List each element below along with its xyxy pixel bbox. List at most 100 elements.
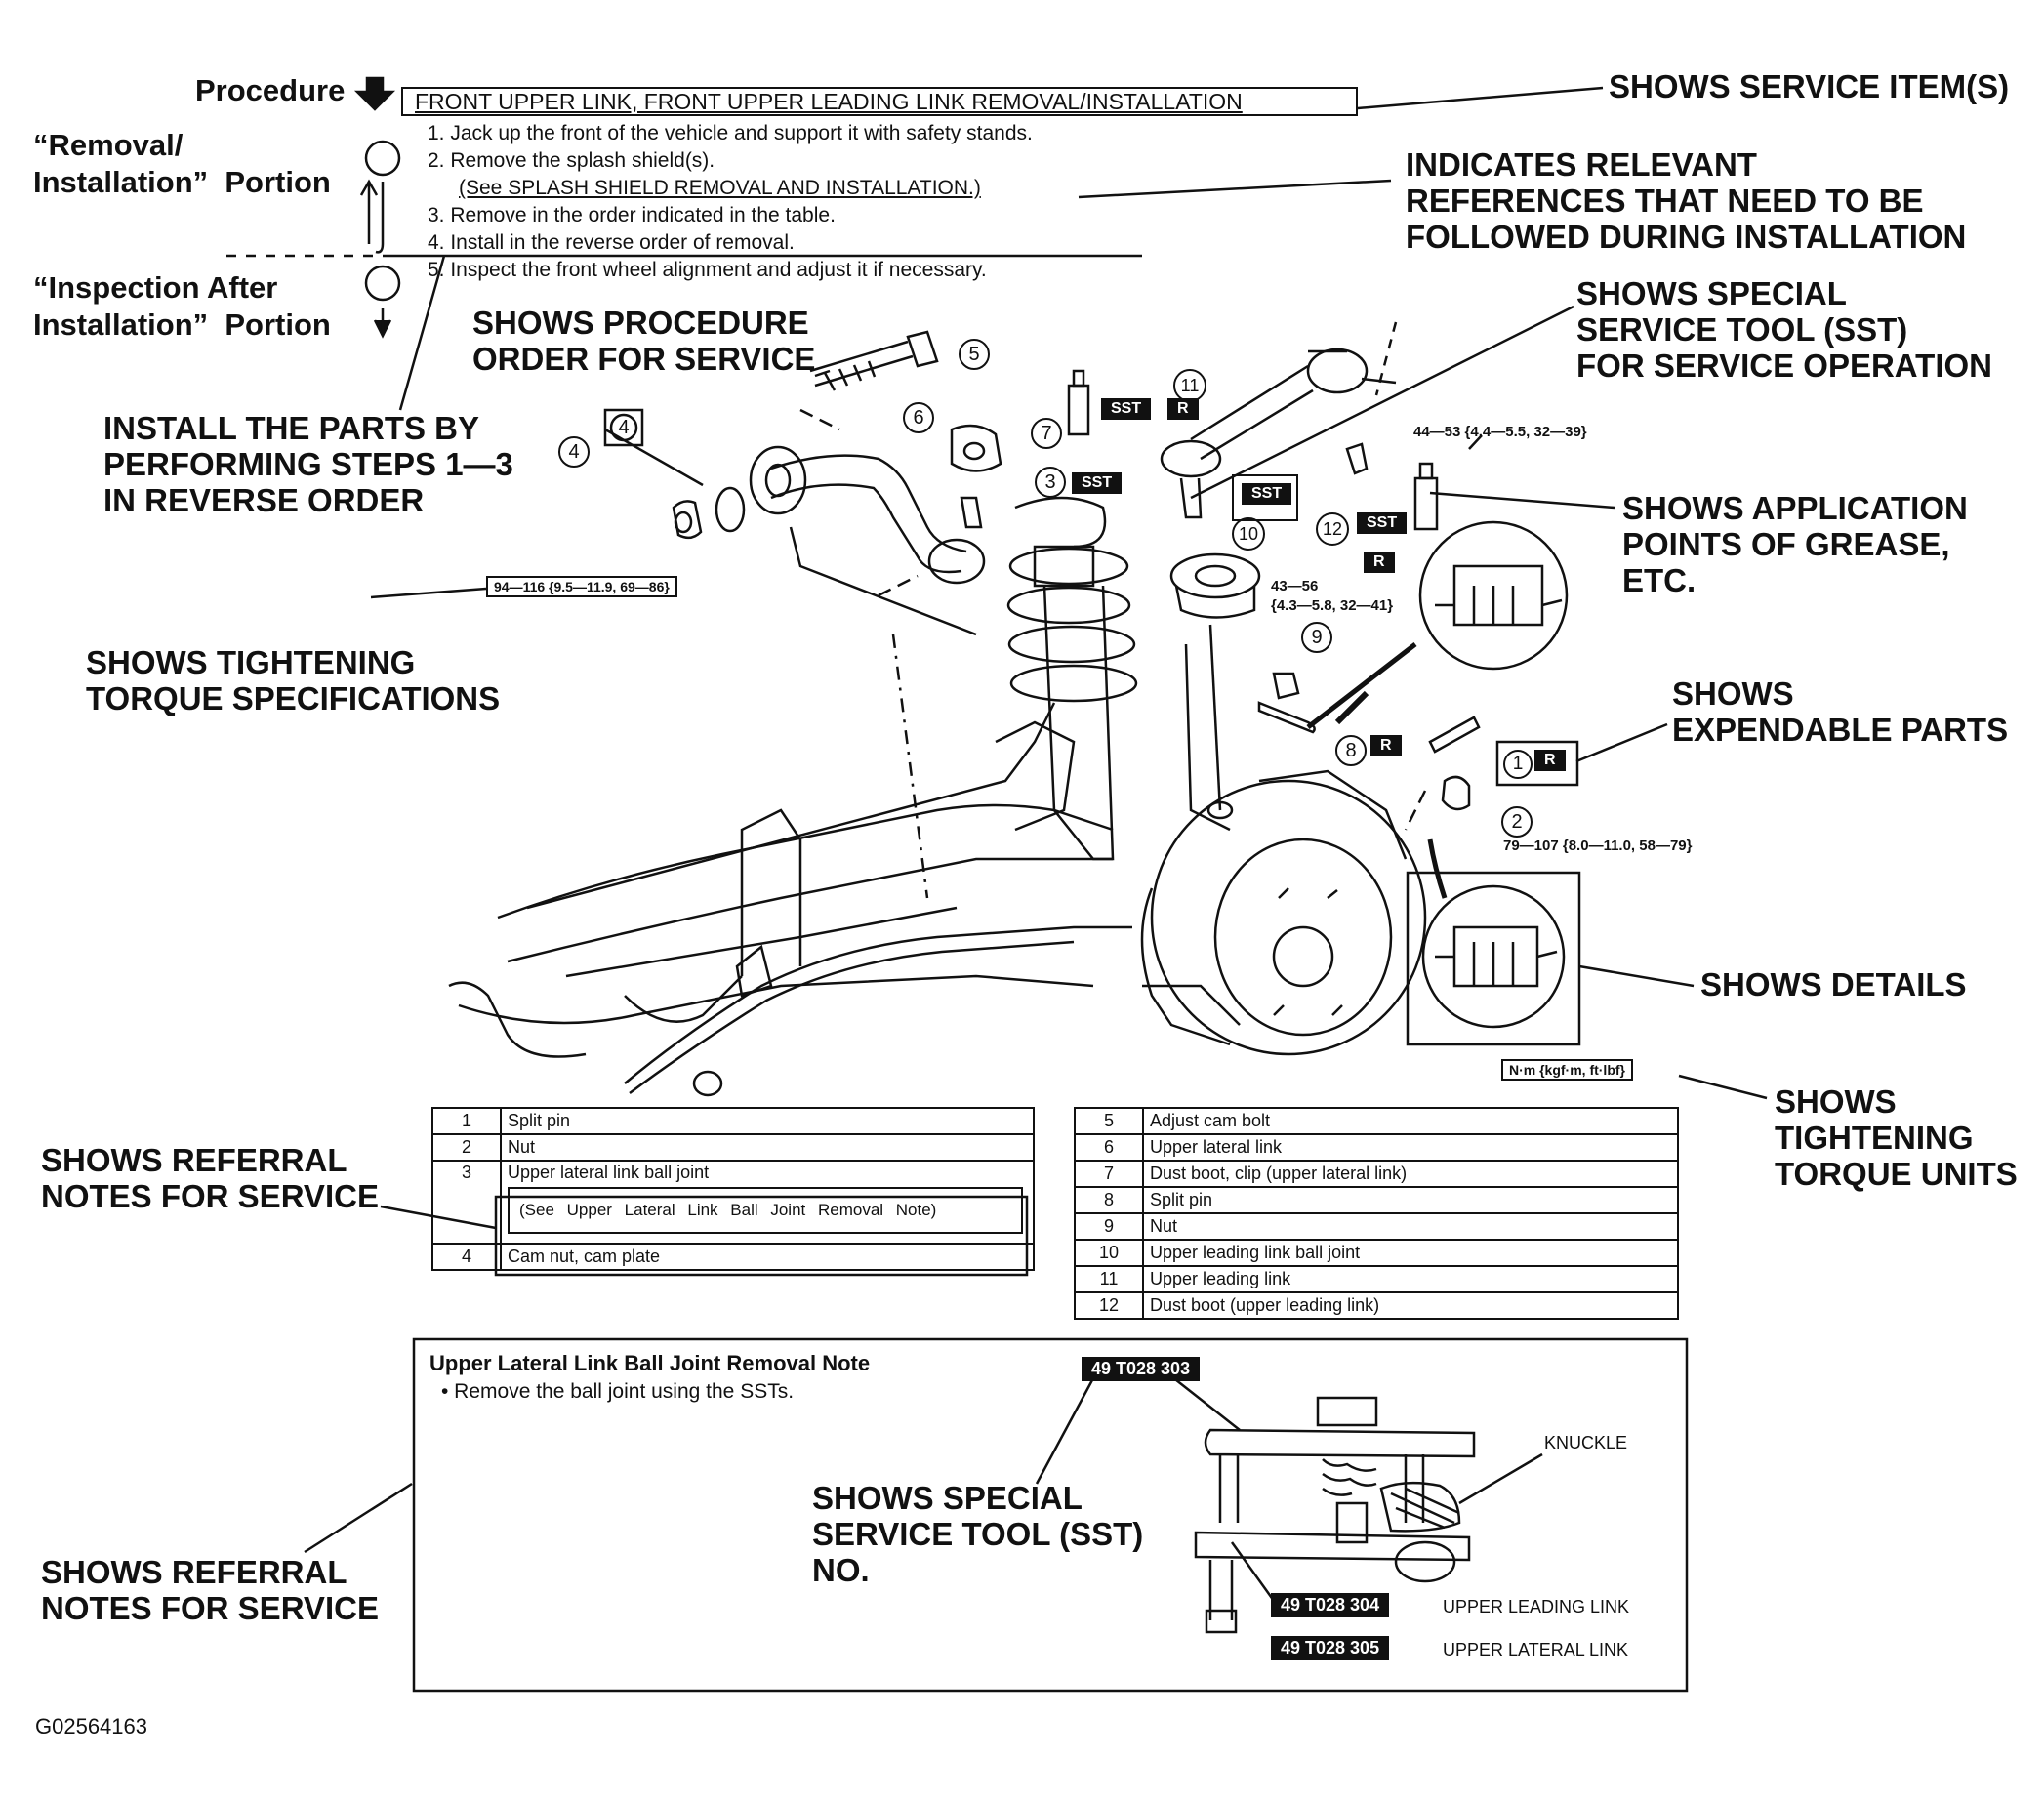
callout-service-items: SHOWS SERVICE ITEM(S) [1609,68,2010,104]
replace-badge-8: R [1370,735,1402,756]
callout-referral-1b: NOTES FOR SERVICE [41,1178,379,1214]
part-number-9: 9 [1301,622,1332,653]
upper-leading-link-label: UPPER LEADING LINK [1443,1597,1630,1616]
procedure-arrow-icon [353,76,396,111]
sst-number-303: 49 T028 303 [1082,1357,1201,1381]
part-number-5: 5 [959,339,990,370]
part-number-1: 1 [1503,750,1533,779]
callout-grease-1: SHOWS APPLICATION [1622,490,1968,526]
part-number-8: 8 [1335,735,1367,766]
callout-sst-3: FOR SERVICE OPERATION [1576,348,1993,384]
removal-portion-label-2: Installation” Portion [33,165,331,199]
callout-expendable-2: EXPENDABLE PARTS [1672,712,2009,748]
part-number-7: 7 [1031,418,1062,449]
replace-badge-11: R [1167,398,1199,420]
upper-lateral-link-label: UPPER LATERAL LINK [1443,1640,1629,1659]
torque-value-upper-right: 44—53 {4.4—5.5, 32—39} [1413,424,1587,440]
callout-install-3: IN REVERSE ORDER [103,482,425,518]
table-row: 3 Upper lateral link ball joint (See Upp… [431,1160,1035,1245]
service-title-box: FRONT UPPER LINK, FRONT UPPER LEADING LI… [401,87,1358,116]
details-box [1406,871,1581,1046]
sst-badge-3: SST [1072,472,1123,494]
removal-circle-icon [364,140,401,177]
callout-install-2: PERFORMING STEPS 1—3 [103,446,513,482]
callout-references-2: REFERENCES THAT NEED TO BE [1406,183,1924,219]
torque-spec-box-4: 94—116 {9.5—11.9, 69—86} [486,576,677,597]
part-number-6: 6 [903,402,934,433]
step-4: 4. Install in the reverse order of remov… [428,231,795,254]
step-1: 1. Jack up the front of the vehicle and … [428,122,1033,144]
callout-expendable-1: SHOWS [1672,675,1794,712]
sst-badge-10-frame [1232,474,1298,521]
sst-number-304: 49 T028 304 [1271,1593,1390,1617]
torque-value-nut-2: 79—107 {8.0—11.0, 58—79} [1503,838,1693,854]
callout-sst-2: SERVICE TOOL (SST) [1576,311,1908,348]
callout-referral-1a: SHOWS REFERRAL [41,1142,347,1178]
removal-note-bullet: • Remove the ball joint using the SSTs. [441,1380,795,1403]
callout-torque-spec-2: TORQUE SPECIFICATIONS [86,680,501,716]
callout-sst-1: SHOWS SPECIAL [1576,275,1847,311]
grease-detail-circle-icon [1418,520,1569,671]
callout-sst-no-3: NO. [812,1552,870,1588]
callout-referral-2a: SHOWS REFERRAL [41,1554,347,1590]
figure-id: G02564163 [35,1714,147,1738]
inspection-circle-icon [364,265,401,302]
callout-grease-2: POINTS OF GREASE, [1622,526,1950,562]
removal-portion-label-1: “Removal/ [33,128,184,162]
part-number-4-boxed: 4 [618,417,630,438]
removal-note-box [412,1337,1689,1693]
callout-references-1: INDICATES RELEVANT [1406,146,1757,183]
torque-value-nut-9-a: 43—56 [1271,578,1319,594]
part-number-11: 11 [1173,369,1206,402]
callout-torque-units-1: SHOWS [1775,1083,1897,1120]
callout-sst-no-2: SERVICE TOOL (SST) [812,1516,1144,1552]
torque-units-box: N·m {kgf·m, ft·lbf} [1501,1059,1633,1081]
callout-referral-2b: NOTES FOR SERVICE [41,1590,379,1626]
replace-badge-1: R [1534,750,1566,771]
removal-note-reference: (See Upper Lateral Link Ball Joint Remov… [508,1187,1023,1234]
part-number-3: 3 [1035,467,1066,498]
callout-sst-no-1: SHOWS SPECIAL [812,1480,1083,1516]
callout-grease-3: ETC. [1622,562,1697,598]
step-5: 5. Inspect the front wheel alignment and… [428,259,987,281]
step-2-reference: (See SPLASH SHIELD REMOVAL AND INSTALLAT… [459,177,981,199]
grease-tube-icon-2 [1413,476,1439,531]
callout-torque-units-3: TORQUE UNITS [1775,1156,2018,1192]
step-3: 3. Remove in the order indicated in the … [428,204,836,226]
knuckle-label: KNUCKLE [1544,1433,1628,1452]
expendable-part-box [1495,740,1579,787]
callout-torque-spec-1: SHOWS TIGHTENING [86,644,416,680]
part-number-12: 12 [1316,512,1349,546]
grease-tube-icon [1067,384,1090,436]
part-number-2: 2 [1501,806,1533,838]
replace-badge-12: R [1364,552,1395,573]
callout-procedure-order-1: SHOWS PROCEDURE [472,305,809,341]
procedure-number-box [603,408,644,447]
torque-value-nut-9-b: {4.3—5.8, 32—41} [1271,597,1394,614]
part-number-4: 4 [558,436,590,468]
callout-install-1: INSTALL THE PARTS BY [103,410,480,446]
procedure-label: Procedure [195,73,346,107]
removal-note-title: Upper Lateral Link Ball Joint Removal No… [429,1351,871,1375]
callout-references-3: FOLLOWED DURING INSTALLATION [1406,219,1967,255]
callout-procedure-order-2: ORDER FOR SERVICE [472,341,816,377]
details-circle-icon [1421,884,1566,1029]
sst-badge-11: SST [1101,398,1152,420]
step-2: 2. Remove the splash shield(s). [428,149,715,172]
inspection-portion-label-2: Installation” Portion [33,307,331,342]
part-number-10: 10 [1232,517,1265,551]
inspection-portion-label-1: “Inspection After [33,270,278,305]
